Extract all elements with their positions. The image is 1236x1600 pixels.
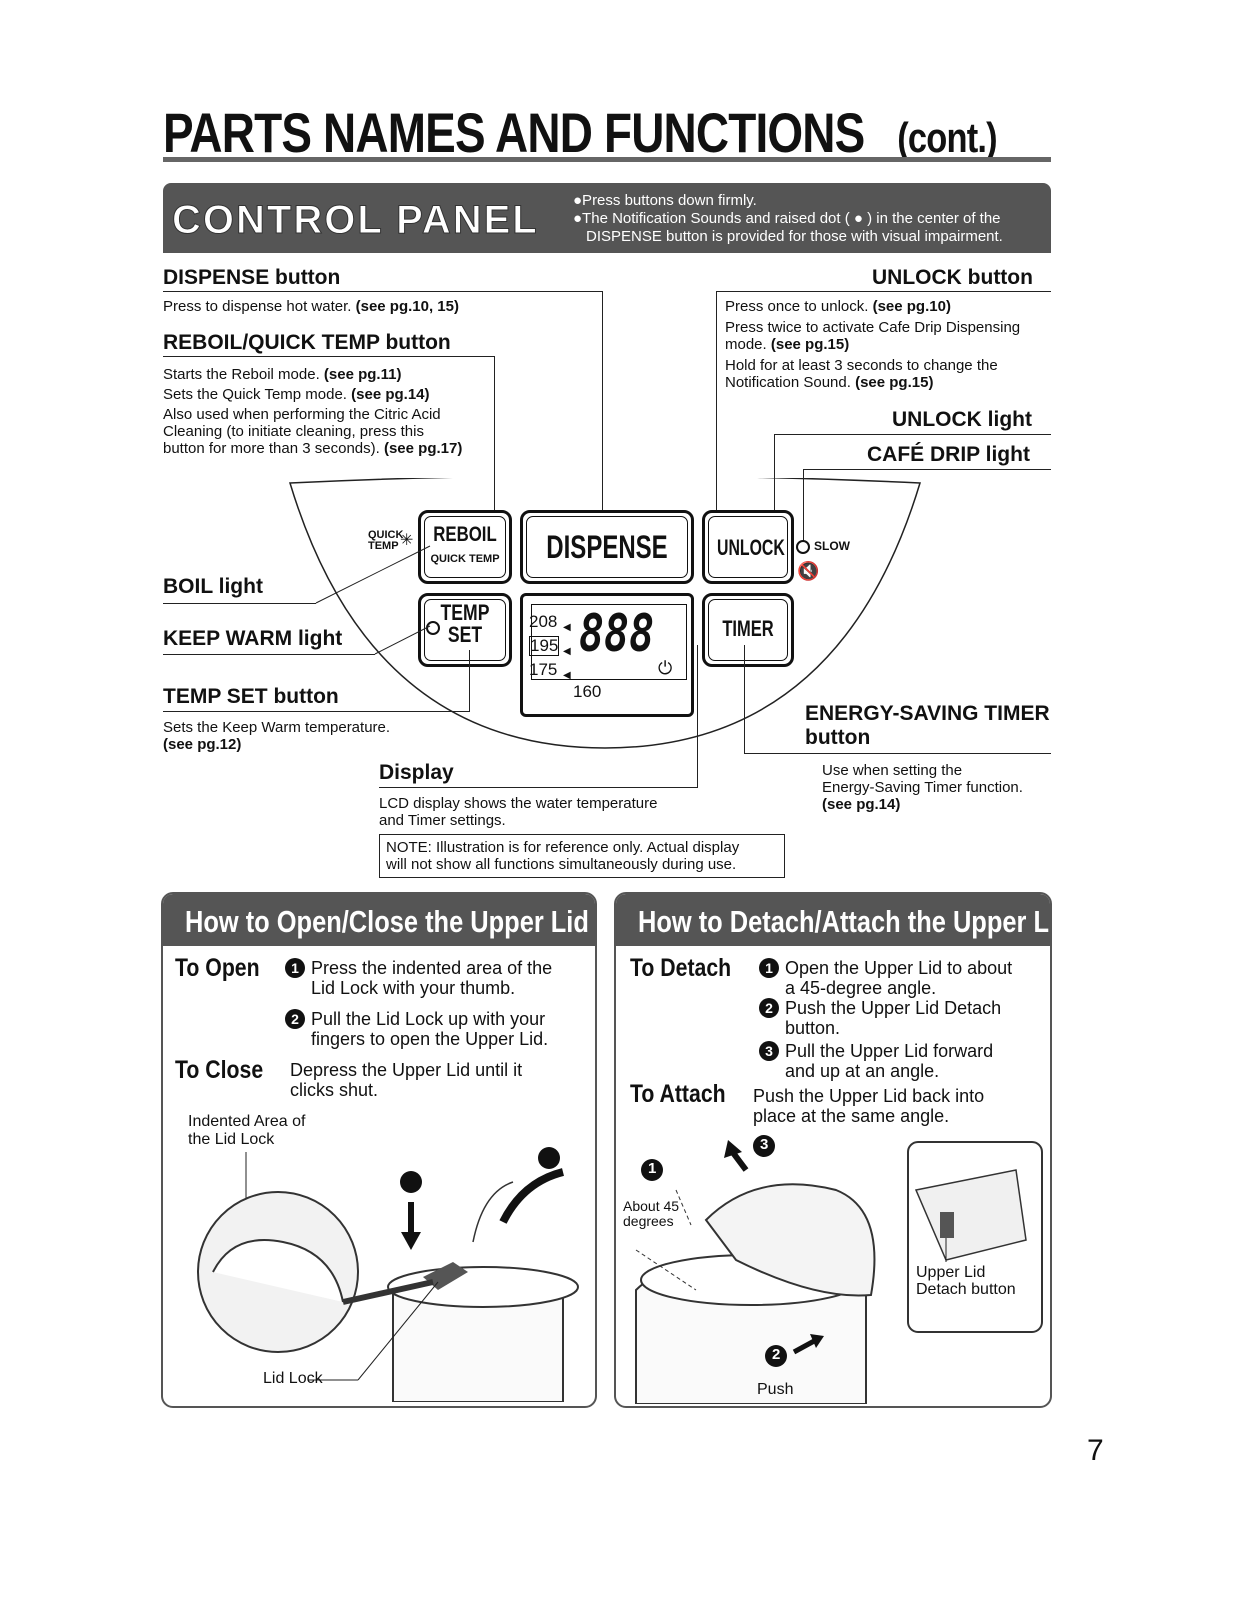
quick-temp-sun-icon: ✳ — [400, 532, 414, 549]
unlock-light-leader — [774, 434, 1051, 435]
display-callout-title: Display — [379, 761, 454, 784]
boil-light-title: BOIL light — [163, 575, 263, 598]
unlock-light-title: UNLOCK light — [892, 408, 1032, 431]
dispense-button[interactable]: DISPENSE — [520, 510, 694, 584]
unlock-callout-title: UNLOCK button — [872, 266, 1033, 289]
timer-button[interactable]: TIMER — [702, 593, 794, 667]
reboil-callout-title: REBOIL/QUICK TEMP button — [163, 331, 451, 354]
cafe-drip-leader-v — [803, 469, 804, 541]
detach-attach-illustration — [635, 1135, 1043, 1404]
control-panel-heading: CONTROL PANEL — [172, 198, 539, 243]
to-open-label: To Open — [175, 954, 260, 982]
control-panel-notes: ●Press buttons down firmly. ●The Notific… — [573, 192, 1003, 245]
cafe-drip-leader — [803, 469, 1051, 470]
to-attach-label: To Attach — [630, 1080, 726, 1108]
temp-set-callout-text: Sets the Keep Warm temperature.(see pg.1… — [163, 719, 391, 753]
cafe-drip-light-title: CAFÉ DRIP light — [867, 443, 1030, 466]
page-title: PARTS NAMES AND FUNCTIONS(cont.) — [163, 101, 998, 164]
unlock-callout-text: Press once to unlock. (see pg.10) Press … — [725, 298, 1021, 391]
speaker-icon: 🔇 — [797, 561, 820, 581]
lcd-temp-175: 175 — [529, 660, 558, 679]
lcd-frame — [531, 604, 687, 680]
dispense-callout-text: Press to dispense hot water. (see pg.10,… — [163, 298, 459, 315]
title-suffix: (cont.) — [897, 114, 997, 161]
lcd-digits: 888 — [579, 604, 655, 664]
lcd-display: 208 195 175 ◀◀◀ 888 ⏻ 160 — [520, 593, 694, 717]
reboil-leader-v — [494, 356, 495, 516]
lid-lock-label: Lid Lock — [263, 1370, 323, 1387]
unlock-button[interactable]: UNLOCK — [702, 510, 794, 584]
keep-warm-light-title: KEEP WARM light — [163, 627, 343, 650]
cafe-drip-light-indicator — [796, 540, 810, 554]
open-close-section: How to Open/Close the Upper Lid To Open … — [161, 892, 597, 1408]
reference-note: NOTE: Illustration is for reference only… — [379, 834, 785, 878]
reboil-quick-temp-button[interactable]: REBOIL QUICK TEMP — [418, 510, 512, 584]
control-panel-bar — [163, 183, 1051, 253]
open-close-heading: How to Open/Close the Upper Lid — [185, 904, 589, 939]
to-close-label: To Close — [175, 1056, 264, 1084]
open-close-illustration — [197, 1147, 579, 1402]
detach-attach-heading: How to Detach/Attach the Upper Lid — [638, 904, 1052, 939]
unlock-light-leader-v — [774, 434, 775, 544]
dispense-leader-v — [602, 291, 603, 513]
timer-clock-icon: ⏻ — [658, 658, 673, 678]
dispense-callout-title: DISPENSE button — [163, 266, 341, 289]
push-label: Push — [757, 1381, 794, 1398]
lcd-temp-160: 160 — [573, 682, 602, 701]
unlock-leader-v — [716, 291, 717, 513]
detach-attach-section: How to Detach/Attach the Upper Lid To De… — [614, 892, 1052, 1408]
title-rule — [163, 157, 1051, 162]
temp-set-callout-title: TEMP SET button — [163, 685, 339, 708]
dispense-leader — [163, 291, 602, 292]
unlock-leader — [716, 291, 1051, 292]
lcd-temp-195: 195 — [529, 636, 560, 656]
reboil-leader — [163, 356, 494, 357]
reboil-callout-text: Starts the Reboil mode. (see pg.11) Sets… — [163, 366, 463, 457]
slow-label: SLOW — [814, 539, 850, 553]
lcd-arrows: ◀◀◀ — [563, 622, 571, 681]
lcd-temp-208: 208 — [529, 612, 558, 631]
to-detach-label: To Detach — [630, 954, 732, 982]
page-number: 7 — [1087, 1434, 1104, 1467]
control-panel-outline — [289, 478, 921, 749]
